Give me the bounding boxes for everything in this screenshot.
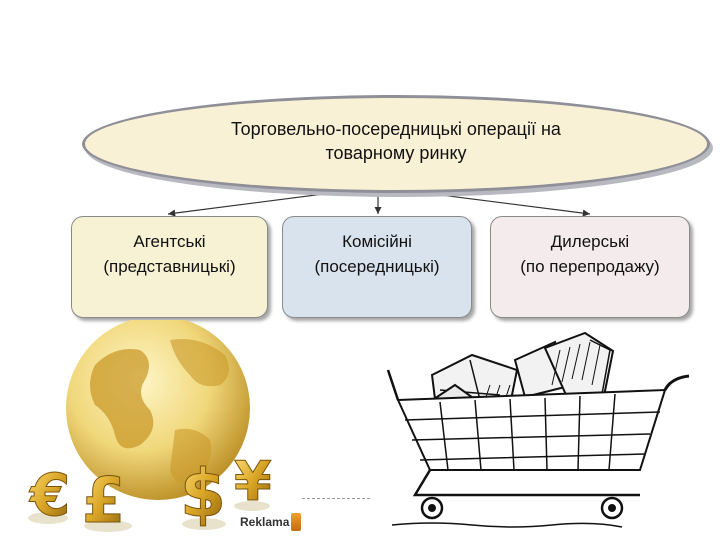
pound-icon: £ (82, 464, 132, 538)
illustrations: € £ $ ¥ (28, 320, 690, 538)
child-node-dealer: Дилерські (по перепродажу) (490, 216, 690, 318)
euro-icon: € (28, 461, 71, 530)
brand-logo-mark (291, 513, 302, 531)
svg-text:$: $ (180, 455, 226, 532)
child-node-commission-label: Комісійні (посередницькі) (314, 232, 440, 276)
brand-logo: Reklama (240, 512, 302, 532)
brand-logo-text: Reklama (240, 515, 290, 529)
svg-text:€: € (28, 461, 70, 529)
shopping-cart-icon (386, 331, 690, 528)
child-node-dealer-label: Дилерські (по перепродажу) (520, 232, 660, 276)
child-node-agent: Агентські (представницькі) (71, 216, 268, 318)
root-node: Торговельно-посередницькі операції на то… (82, 95, 710, 193)
dollar-icon: $ (180, 455, 227, 533)
svg-text:¥: ¥ (234, 450, 272, 513)
globe-icon (66, 320, 250, 500)
divider-line (302, 498, 370, 499)
child-node-commission: Комісійні (посередницькі) (282, 216, 472, 318)
root-node-label: Торговельно-посередницькі операції на то… (231, 119, 561, 163)
child-node-agent-label: Агентські (представницькі) (103, 232, 236, 276)
yen-icon: ¥ (234, 450, 273, 514)
svg-text:£: £ (82, 464, 125, 537)
